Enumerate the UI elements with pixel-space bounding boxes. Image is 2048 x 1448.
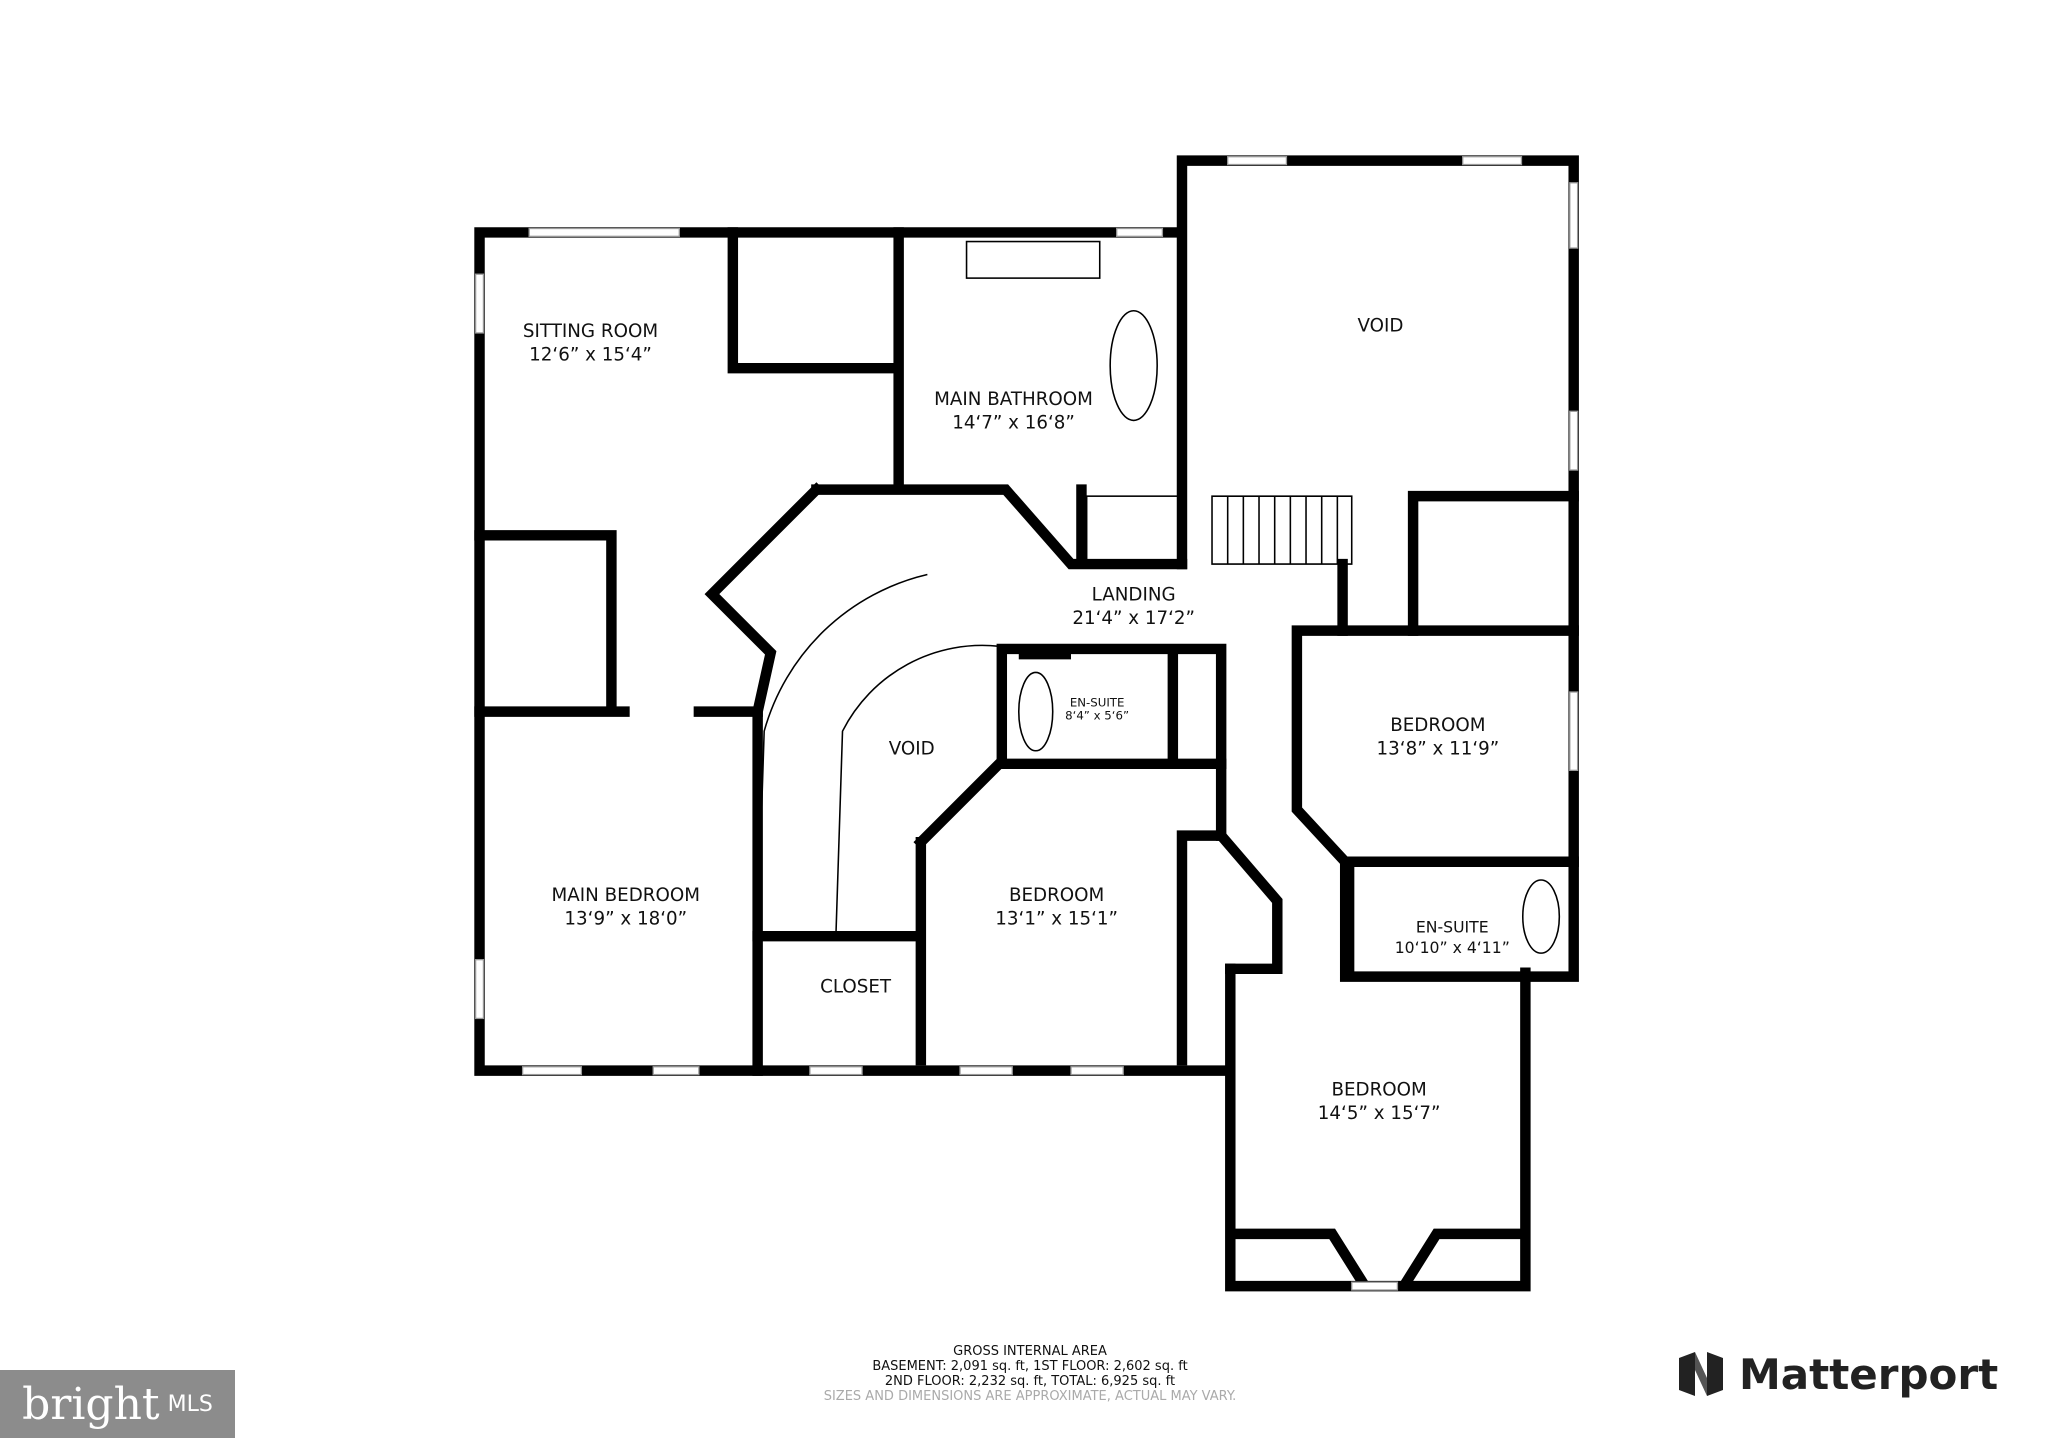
ensuite-small-name: EN-SUITE <box>1070 695 1125 709</box>
area-line-1: BASEMENT: 2,091 sq. ft, 1ST FLOOR: 2,602… <box>872 1359 1188 1374</box>
void-stair-label: VOID <box>889 739 935 760</box>
bedroom-middle-size: 13‘1” x 15‘1” <box>995 908 1118 929</box>
matterport-logo: Matterport <box>1675 1348 1998 1400</box>
main-bedroom-size: 13‘9” x 18‘0” <box>564 908 687 929</box>
sitting-room-name: SITTING ROOM <box>523 321 658 342</box>
bedroom-right-size: 13‘8” x 11‘9” <box>1377 739 1500 760</box>
area-title: GROSS INTERNAL AREA <box>953 1344 1107 1359</box>
gross-internal-area: GROSS INTERNAL AREA BASEMENT: 2,091 sq. … <box>0 1344 2048 1404</box>
void-top-label: VOID <box>1357 316 1403 337</box>
mls-logo-text: MLS <box>167 1391 213 1417</box>
main-bedroom-name: MAIN BEDROOM <box>552 885 700 906</box>
bedroom-right-name: BEDROOM <box>1390 715 1485 736</box>
bedroom-bottom-name: BEDROOM <box>1331 1079 1426 1100</box>
closet-label: CLOSET <box>820 976 892 997</box>
sitting-room-size: 12‘6” x 15‘4” <box>529 344 652 365</box>
bright-mls-logo: bright MLS <box>0 1370 235 1438</box>
room-labels: SITTING ROOM 12‘6” x 15‘4” MAIN BATHROOM… <box>523 316 1510 1124</box>
area-disclaimer: SIZES AND DIMENSIONS ARE APPROXIMATE, AC… <box>823 1389 1237 1404</box>
main-bathroom-size: 14‘7” x 16‘8” <box>952 412 1075 433</box>
ensuite-small-size: 8‘4” x 5‘6” <box>1065 708 1129 722</box>
landing-size: 21‘4” x 17‘2” <box>1072 608 1195 629</box>
bright-logo-text: bright <box>22 1378 160 1430</box>
stairs <box>756 495 1353 934</box>
matterport-icon <box>1679 1352 1723 1396</box>
ensuite-right-name: EN-SUITE <box>1416 917 1489 936</box>
landing-name: LANDING <box>1092 585 1176 606</box>
matterport-text: Matterport <box>1739 1349 1999 1399</box>
area-line-2: 2ND FLOOR: 2,232 sq. ft, TOTAL: 6,925 sq… <box>884 1374 1176 1389</box>
fixtures <box>965 240 1561 954</box>
main-bathroom-name: MAIN BATHROOM <box>934 389 1093 410</box>
walls <box>474 155 1579 1292</box>
windows <box>474 156 1579 1291</box>
ensuite-right-size: 10‘10” x 4‘11” <box>1395 938 1510 957</box>
bedroom-middle-name: BEDROOM <box>1009 885 1104 906</box>
bedroom-bottom-size: 14‘5” x 15‘7” <box>1318 1103 1441 1124</box>
